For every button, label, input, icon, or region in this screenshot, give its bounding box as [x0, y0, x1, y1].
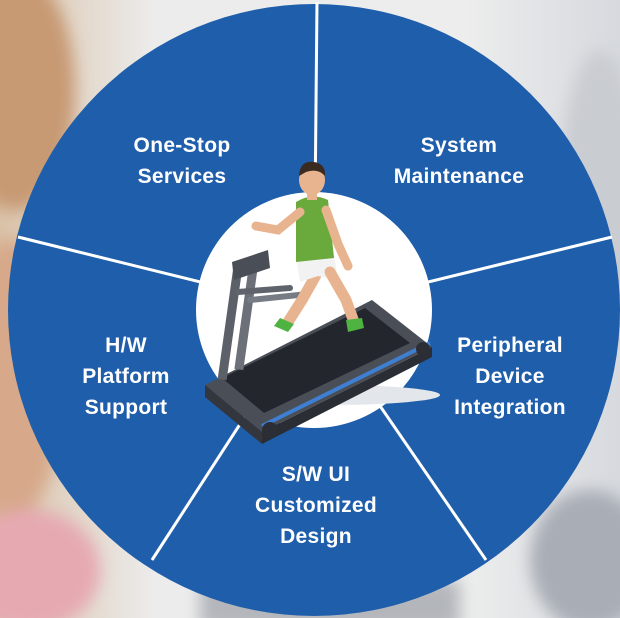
segment-peripheral-device-integration: Peripheral Device Integration	[454, 330, 566, 423]
treadmill-console	[232, 250, 270, 280]
segment-label-line: Services	[137, 165, 227, 188]
segment-label-line: H/W	[105, 334, 147, 357]
segment-label-line: Integration	[454, 396, 566, 419]
segment-label-line: Design	[280, 525, 352, 548]
segment-sw-ui-customized-design: S/W UI Customized Design	[255, 459, 377, 552]
segment-label-line: One-Stop	[133, 134, 231, 157]
segment-hw-platform-support: H/W Platform Support	[82, 330, 170, 423]
segment-label-line: Platform	[82, 365, 170, 388]
segment-system-maintenance: System Maintenance	[394, 130, 525, 192]
segment-label-line: Maintenance	[393, 165, 525, 188]
segment-label-line: System	[420, 134, 498, 157]
segment-one-stop-services: One-Stop Services	[134, 130, 231, 192]
segment-label-line: Peripheral	[457, 334, 563, 357]
segment-label-line: S/W UI	[281, 463, 351, 486]
segment-label-line: Support	[84, 396, 168, 419]
segment-label-line: Device	[475, 365, 545, 388]
runner-head	[299, 165, 325, 195]
segment-label-line: Customized	[254, 494, 378, 517]
treadmill-belt	[222, 308, 410, 413]
